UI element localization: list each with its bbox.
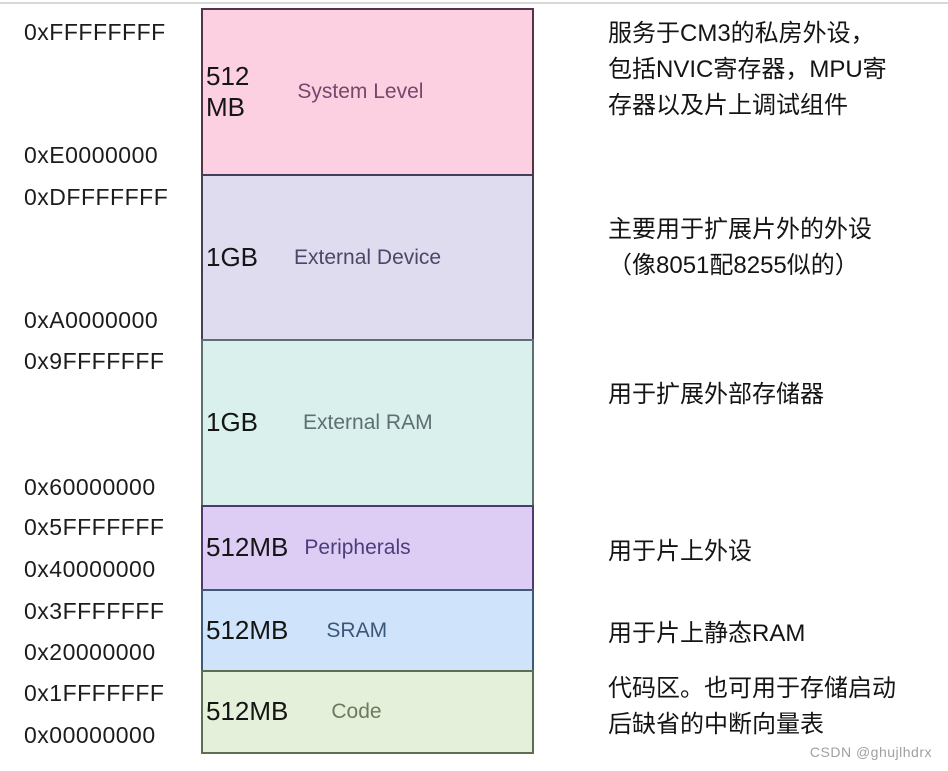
address-label: 0x1FFFFFFF xyxy=(24,680,165,706)
top-divider-line xyxy=(0,2,948,4)
region-label: External Device xyxy=(294,245,442,269)
csdn-watermark: CSDN @ghujlhdrx xyxy=(809,744,932,760)
address-label: 0xDFFFFFFF xyxy=(24,184,169,210)
memory-block-external-device: 1GB External Device xyxy=(201,174,534,341)
memory-block-code: 512MB Code xyxy=(201,670,534,754)
annotation-note: 用于片上外设 xyxy=(608,538,752,565)
address-label: 0xA0000000 xyxy=(24,307,159,333)
address-label: 0x60000000 xyxy=(24,474,156,500)
memory-block-system-level: 512 MB System Level xyxy=(201,8,534,176)
size-label: 512 MB xyxy=(206,60,250,122)
memory-block-peripherals: 512MB Peripherals xyxy=(201,505,534,591)
address-label: 0xE0000000 xyxy=(24,142,159,168)
annotation-note: 主要用于扩展片外的外设 （像8051配8255似的） xyxy=(608,216,872,279)
address-label: 0xFFFFFFFF xyxy=(24,19,166,45)
address-label: 0x3FFFFFFF xyxy=(24,598,165,624)
region-label: System Level xyxy=(297,80,424,103)
size-label: 1GB xyxy=(206,407,259,438)
address-label: 0x5FFFFFFF xyxy=(24,514,165,540)
annotation-note: 用于扩展外部存储器 xyxy=(608,381,824,408)
size-label: 512MB xyxy=(206,696,289,727)
address-label: 0x00000000 xyxy=(24,722,156,748)
memory-block-sram: 512MB SRAM xyxy=(201,589,534,672)
region-label: External RAM xyxy=(303,411,433,434)
address-label: 0x40000000 xyxy=(24,556,156,582)
size-label: 512MB xyxy=(206,614,289,645)
annotation-note: 服务于CM3的私房外设， 包括NVIC寄存器，MPU寄 存器以及片上调试组件 xyxy=(608,20,887,119)
region-label: Code xyxy=(331,700,382,723)
annotation-note: 用于片上静态RAM xyxy=(608,620,806,647)
address-label: 0x9FFFFFFF xyxy=(24,348,165,374)
memory-block-external-ram: 1GB External RAM xyxy=(201,339,534,507)
address-label: 0x20000000 xyxy=(24,639,156,665)
region-label: Peripherals xyxy=(304,536,411,559)
region-label: SRAM xyxy=(326,618,388,642)
annotation-note: 代码区。也可用于存储启动 后缺省的中断向量表 xyxy=(608,675,896,738)
size-label: 512MB xyxy=(206,532,289,563)
size-label: 1GB xyxy=(206,241,259,272)
